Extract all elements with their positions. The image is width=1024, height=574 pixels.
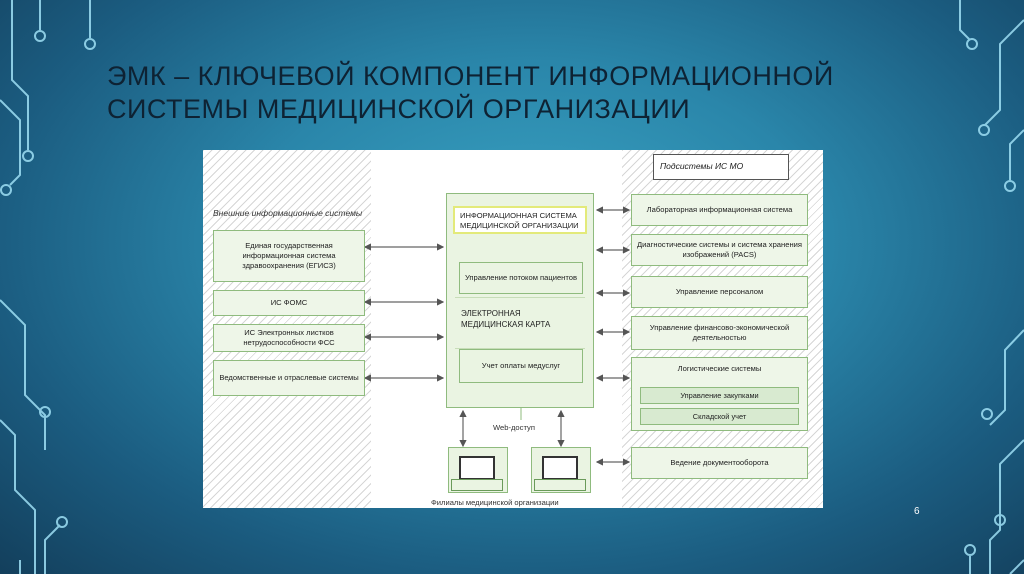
module-billing: Учет оплаты медуслуг	[459, 349, 583, 383]
module-patient-flow: Управление потоком пациентов	[459, 262, 583, 294]
slide-title-line1: ЭМК – КЛЮЧЕВОЙ КОМПОНЕНТ ИНФОРМАЦИОННОЙ	[107, 60, 867, 93]
subsystem-hr: Управление персоналом	[631, 276, 808, 308]
subsystem-finance: Управление финансово-экономической деяте…	[631, 316, 808, 350]
subsystem-pacs: Диагностические системы и система хранен…	[631, 234, 808, 266]
module-emr: ЭЛЕКТРОННАЯ МЕДИЦИНСКАЯ КАРТА	[455, 297, 585, 349]
page-number: 6	[914, 506, 920, 517]
branches-label: Филиалы медицинской организации	[431, 498, 559, 507]
system-unit-icon	[451, 479, 503, 491]
external-system-egisz: Единая государственная информационная си…	[213, 230, 365, 282]
center-system-title: ИНФОРМАЦИОННАЯ СИСТЕМА МЕДИЦИНСКОЙ ОРГАН…	[453, 206, 587, 234]
logistics-warehouse: Складской учет	[640, 408, 799, 425]
subsystem-lab: Лабораторная информационная система	[631, 194, 808, 226]
external-system-foms: ИС ФОМС	[213, 290, 365, 316]
diagram-panel: Внешние информационные системы Единая го…	[203, 150, 823, 508]
branch-computer-1	[451, 452, 503, 490]
external-system-departmental: Ведомственные и отраслевые системы	[213, 360, 365, 396]
monitor-icon	[542, 456, 578, 480]
subsystems-label: Подсистемы ИС МО	[653, 154, 789, 180]
web-access-label: Web-доступ	[493, 423, 535, 432]
subsystem-documents: Ведение документооборота	[631, 447, 808, 479]
branch-computer-2	[534, 452, 586, 490]
slide-title: ЭМК – КЛЮЧЕВОЙ КОМПОНЕНТ ИНФОРМАЦИОННОЙ …	[107, 60, 867, 126]
logistics-group: Логистические системы Управление закупка…	[631, 357, 808, 431]
logistics-title: Логистические системы	[632, 364, 807, 373]
external-system-fss: ИС Электронных листков нетрудоспособност…	[213, 324, 365, 352]
external-systems-label: Внешние информационные системы	[213, 208, 362, 218]
monitor-icon	[459, 456, 495, 480]
system-unit-icon	[534, 479, 586, 491]
slide-title-line2: СИСТЕМЫ МЕДИЦИНСКОЙ ОРГАНИЗАЦИИ	[107, 93, 867, 126]
logistics-procurement: Управление закупками	[640, 387, 799, 404]
